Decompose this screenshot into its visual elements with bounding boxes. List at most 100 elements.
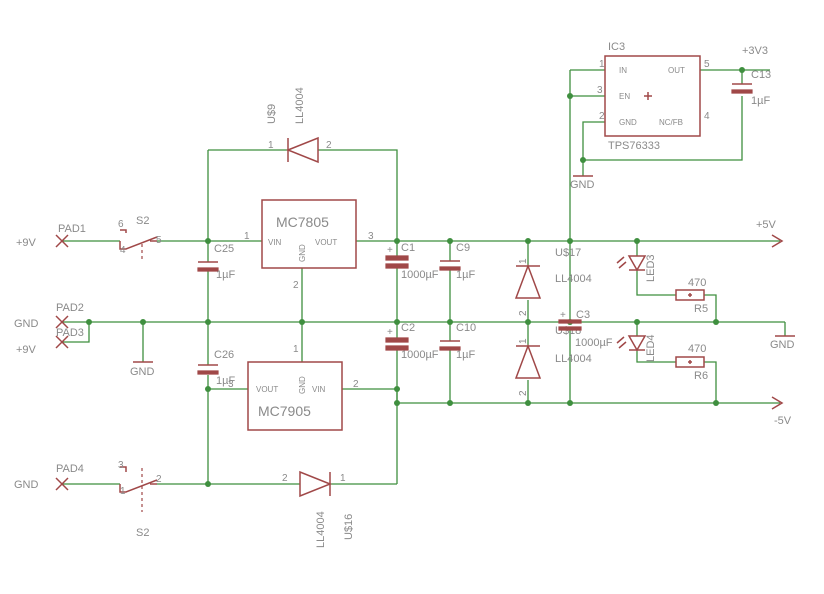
mc7905-name: MC7905 <box>258 403 311 419</box>
diode-u16-pin2: 2 <box>282 473 288 484</box>
tps76333-pin1: 1 <box>599 59 605 70</box>
diode-u18-pin2: 2 <box>518 390 529 396</box>
c1-value: 1000µF <box>401 269 439 281</box>
tps76333-pin2: 2 <box>599 111 605 122</box>
mc7905-vin: VIN <box>312 385 326 394</box>
pad-4-net: GND <box>14 479 39 491</box>
c25-name: C25 <box>214 243 234 255</box>
tps76333-ncfb: NC/FB <box>659 118 683 127</box>
mc7905-vout: VOUT <box>256 385 278 394</box>
tps76333-en: EN <box>619 92 630 101</box>
switch-s2-bottom-pin1: 1 <box>120 486 126 497</box>
mc7805-pin3: 3 <box>368 231 374 242</box>
switch-s2-top-pin5: 5 <box>156 235 162 246</box>
diode-u16-value: LL4004 <box>315 511 327 548</box>
capacitor-c26[interactable]: C26 1µF <box>197 349 235 387</box>
diode-u9-pin2: 2 <box>326 140 332 151</box>
diode-u9[interactable]: 1 2 U$9 LL4004 <box>266 87 332 164</box>
c3-plus-mark: + <box>560 310 566 321</box>
diode-u18-pin1: 1 <box>518 338 529 344</box>
tps76333-pin5: 5 <box>704 59 710 70</box>
capacitor-c2[interactable]: + C2 1000µF <box>385 322 439 361</box>
r6-name: R6 <box>694 370 708 382</box>
pad-1[interactable]: PAD1 +9V <box>16 223 86 249</box>
rail-minus5v: -5V <box>771 396 792 427</box>
r5-name: R5 <box>694 303 708 315</box>
diode-u17-value: LL4004 <box>555 273 592 285</box>
capacitor-c13[interactable]: C13 1µF <box>731 69 771 107</box>
pad-1-name: PAD1 <box>58 223 86 235</box>
tps76333-ref: IC3 <box>608 41 625 53</box>
switch-s2-bottom-name: S2 <box>136 527 149 539</box>
led-4[interactable]: LED4 <box>616 334 657 362</box>
switch-s2-bottom-pin3: 3 <box>118 460 124 471</box>
gnd-symbol-left: GND <box>130 361 155 378</box>
switch-s2-top-pin6: 6 <box>118 219 124 230</box>
c9-value: 1µF <box>456 269 475 281</box>
c2-value: 1000µF <box>401 349 439 361</box>
capacitor-c9[interactable]: C9 1µF <box>439 242 475 281</box>
c25-value: 1µF <box>216 269 235 281</box>
c2-plus-mark: + <box>387 327 393 338</box>
mc7805-name: MC7805 <box>276 214 329 230</box>
gnd-symbol-right: GND <box>770 335 795 351</box>
diode-u9-value: LL4004 <box>294 87 306 124</box>
diode-u17-name: U$17 <box>555 247 581 259</box>
diode-u16-name: U$16 <box>343 514 355 540</box>
r5-value: 470 <box>688 277 706 289</box>
gnd-right-label: GND <box>770 339 795 351</box>
pad-3-net: +9V <box>16 344 37 356</box>
led-4-name: LED4 <box>645 334 657 362</box>
mc7905-pin3: 3 <box>228 379 234 390</box>
diode-u17-pin2: 2 <box>518 310 529 316</box>
switch-s2-top-name: S2 <box>136 215 149 227</box>
c2-name: C2 <box>401 322 415 334</box>
led-3-name: LED3 <box>645 254 657 282</box>
diode-u9-pin1: 1 <box>268 140 274 151</box>
mc7805-pin1: 1 <box>244 231 250 242</box>
pad-1-net: +9V <box>16 237 37 249</box>
pad-2-net: GND <box>14 318 39 330</box>
mc7805-vin: VIN <box>268 238 282 247</box>
c10-value: 1µF <box>456 349 475 361</box>
led-3[interactable]: LED3 <box>616 254 657 282</box>
diode-u16[interactable]: 2 1 LL4004 U$16 <box>282 470 355 548</box>
regulator-mc7805[interactable]: MC7805 VIN VOUT GND 1 3 2 <box>244 199 374 291</box>
switch-s2-bottom-pin2: 2 <box>156 474 162 485</box>
switch-s2-top[interactable]: 6 4 5 S2 <box>118 215 162 262</box>
gnd-symbol-ldo: GND <box>570 175 595 191</box>
pad-3[interactable]: PAD3 +9V <box>16 327 84 356</box>
c1-plus-mark: + <box>387 245 393 256</box>
tps76333-pin4: 4 <box>704 111 710 122</box>
tps76333-in: IN <box>619 66 627 75</box>
mc7805-gnd: GND <box>298 244 307 262</box>
resistor-r5[interactable]: 470 R5 <box>675 277 708 315</box>
rail-3v3: +3V3 <box>742 45 768 57</box>
tps76333-gnd: GND <box>619 118 637 127</box>
resistor-r6[interactable]: 470 R6 <box>675 343 708 382</box>
capacitor-c3[interactable]: + C3 1000µF <box>558 309 613 349</box>
diode-u18-value: LL4004 <box>555 353 592 365</box>
c13-value: 1µF <box>751 95 770 107</box>
rail-minus5v-label: -5V <box>774 415 792 427</box>
mc7905-pin1: 1 <box>293 344 299 355</box>
c3-value: 1000µF <box>575 337 613 349</box>
pad-4[interactable]: PAD4 GND <box>14 463 84 491</box>
capacitor-c10[interactable]: C10 1µF <box>439 322 476 361</box>
pad-4-name: PAD4 <box>56 463 84 475</box>
tps76333-name: TPS76333 <box>608 140 660 152</box>
diode-u17[interactable]: 1 2 U$17 LL4004 <box>514 247 592 316</box>
rail-plus5v: +5V <box>756 219 784 248</box>
regulator-tps76333[interactable]: IC3 TPS76333 IN EN GND OUT NC/FB 1 3 2 5… <box>597 41 710 152</box>
diode-u17-pin1: 1 <box>518 258 529 264</box>
switch-s2-bottom[interactable]: 3 1 2 S2 <box>118 460 162 539</box>
c13-name: C13 <box>751 69 771 81</box>
capacitor-c25[interactable]: C25 1µF <box>197 243 235 281</box>
pad-2-name: PAD2 <box>56 302 84 314</box>
regulator-mc7905[interactable]: MC7905 VOUT VIN GND 2 3 1 <box>228 344 359 431</box>
capacitor-c1[interactable]: + C1 1000µF <box>385 242 439 281</box>
wires <box>62 69 786 485</box>
mc7905-gnd: GND <box>298 376 307 394</box>
pad-2[interactable]: PAD2 GND <box>14 302 84 330</box>
